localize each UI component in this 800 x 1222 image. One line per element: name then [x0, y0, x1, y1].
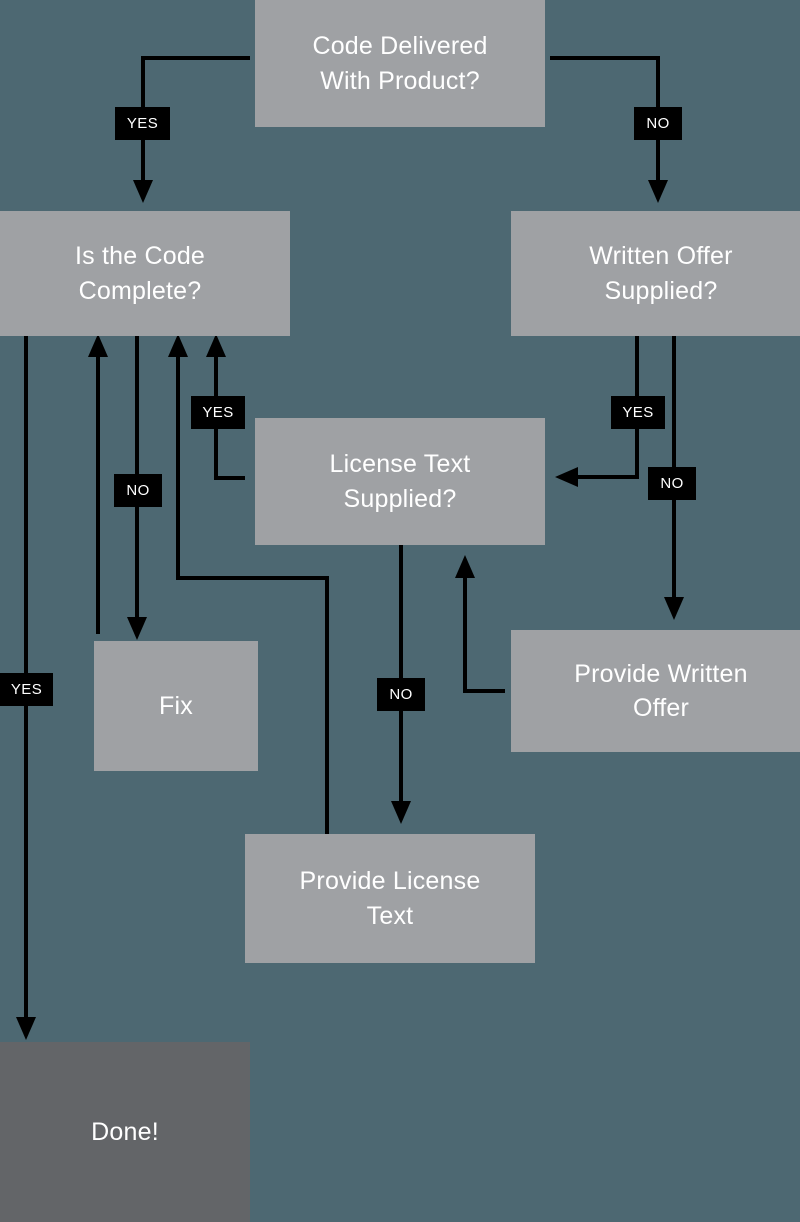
node-code-delivered-line1: Code Delivered — [312, 32, 488, 60]
edge-label-delivered-no: NO — [634, 107, 682, 140]
node-code-delivered[interactable]: Code Delivered With Product? — [255, 0, 545, 127]
edge-label-complete-no-text: NO — [126, 482, 150, 499]
edge-label-written-offer-no: NO — [648, 467, 696, 500]
arrowhead-provide-license-to-complete — [168, 334, 188, 357]
node-is-code-complete-line1: Is the Code — [74, 242, 206, 270]
node-code-delivered-line2: With Product? — [320, 66, 480, 95]
arrowhead-delivered-no — [648, 180, 668, 203]
node-license-text-supplied-line2: Supplied? — [343, 484, 457, 513]
edge-label-written-offer-no-text: NO — [660, 475, 684, 492]
edge-label-license-no-text: NO — [389, 686, 413, 703]
node-is-code-complete[interactable]: Is the Code Complete? — [0, 211, 290, 336]
edge-label-delivered-yes: YES — [115, 107, 170, 140]
arrowhead-delivered-yes — [133, 180, 153, 203]
edge-label-license-no: NO — [377, 678, 425, 711]
edge-label-complete-yes-done: YES — [0, 673, 53, 706]
node-fix-label: Fix — [159, 691, 193, 720]
node-provide-license-text-line2: Text — [366, 901, 414, 930]
arrowhead-written-offer-yes — [555, 467, 578, 487]
arrowhead-license-yes-to-complete — [206, 334, 226, 357]
node-written-offer-supplied-line1: Written Offer — [589, 242, 733, 270]
node-written-offer-supplied-line2: Supplied? — [604, 276, 718, 305]
edge-label-delivered-yes-text: YES — [126, 115, 159, 132]
edge-provide-written-offer-to-license — [463, 573, 505, 693]
node-license-text-supplied[interactable]: License Text Supplied? — [255, 418, 545, 545]
arrowhead-complete-yes-to-done — [16, 1017, 36, 1040]
arrowhead-fix-to-complete — [88, 334, 108, 357]
edge-label-complete-no: NO — [114, 474, 162, 507]
node-provide-written-offer[interactable]: Provide Written Offer — [511, 630, 800, 752]
arrowhead-complete-no-to-fix — [127, 617, 147, 640]
node-is-code-complete-line2: Complete? — [78, 276, 202, 305]
arrowhead-written-offer-no — [664, 597, 684, 620]
edge-label-written-offer-yes-text: YES — [622, 404, 654, 421]
node-done[interactable]: Done! — [0, 1042, 250, 1222]
node-provide-written-offer-line1: Provide Written — [574, 659, 748, 688]
edge-label-delivered-no-text: NO — [646, 115, 670, 132]
node-written-offer-supplied[interactable]: Written Offer Supplied? — [511, 211, 800, 336]
node-provide-license-text[interactable]: Provide License Text — [245, 834, 535, 963]
arrowhead-license-no — [391, 801, 411, 824]
edge-label-written-offer-yes: YES — [611, 396, 665, 429]
arrowhead-provide-written-offer-to-license — [455, 555, 475, 578]
node-provide-license-text-line1: Provide License — [299, 867, 481, 895]
node-provide-written-offer-line2: Offer — [632, 694, 690, 722]
edge-label-complete-yes-done-text: YES — [10, 681, 43, 698]
node-done-label: Done! — [91, 1117, 159, 1146]
edge-label-license-yes: YES — [191, 396, 245, 429]
edge-label-license-yes-text: YES — [202, 404, 234, 421]
node-license-text-supplied-line1: License Text — [329, 450, 471, 478]
node-fix[interactable]: Fix — [94, 641, 258, 771]
